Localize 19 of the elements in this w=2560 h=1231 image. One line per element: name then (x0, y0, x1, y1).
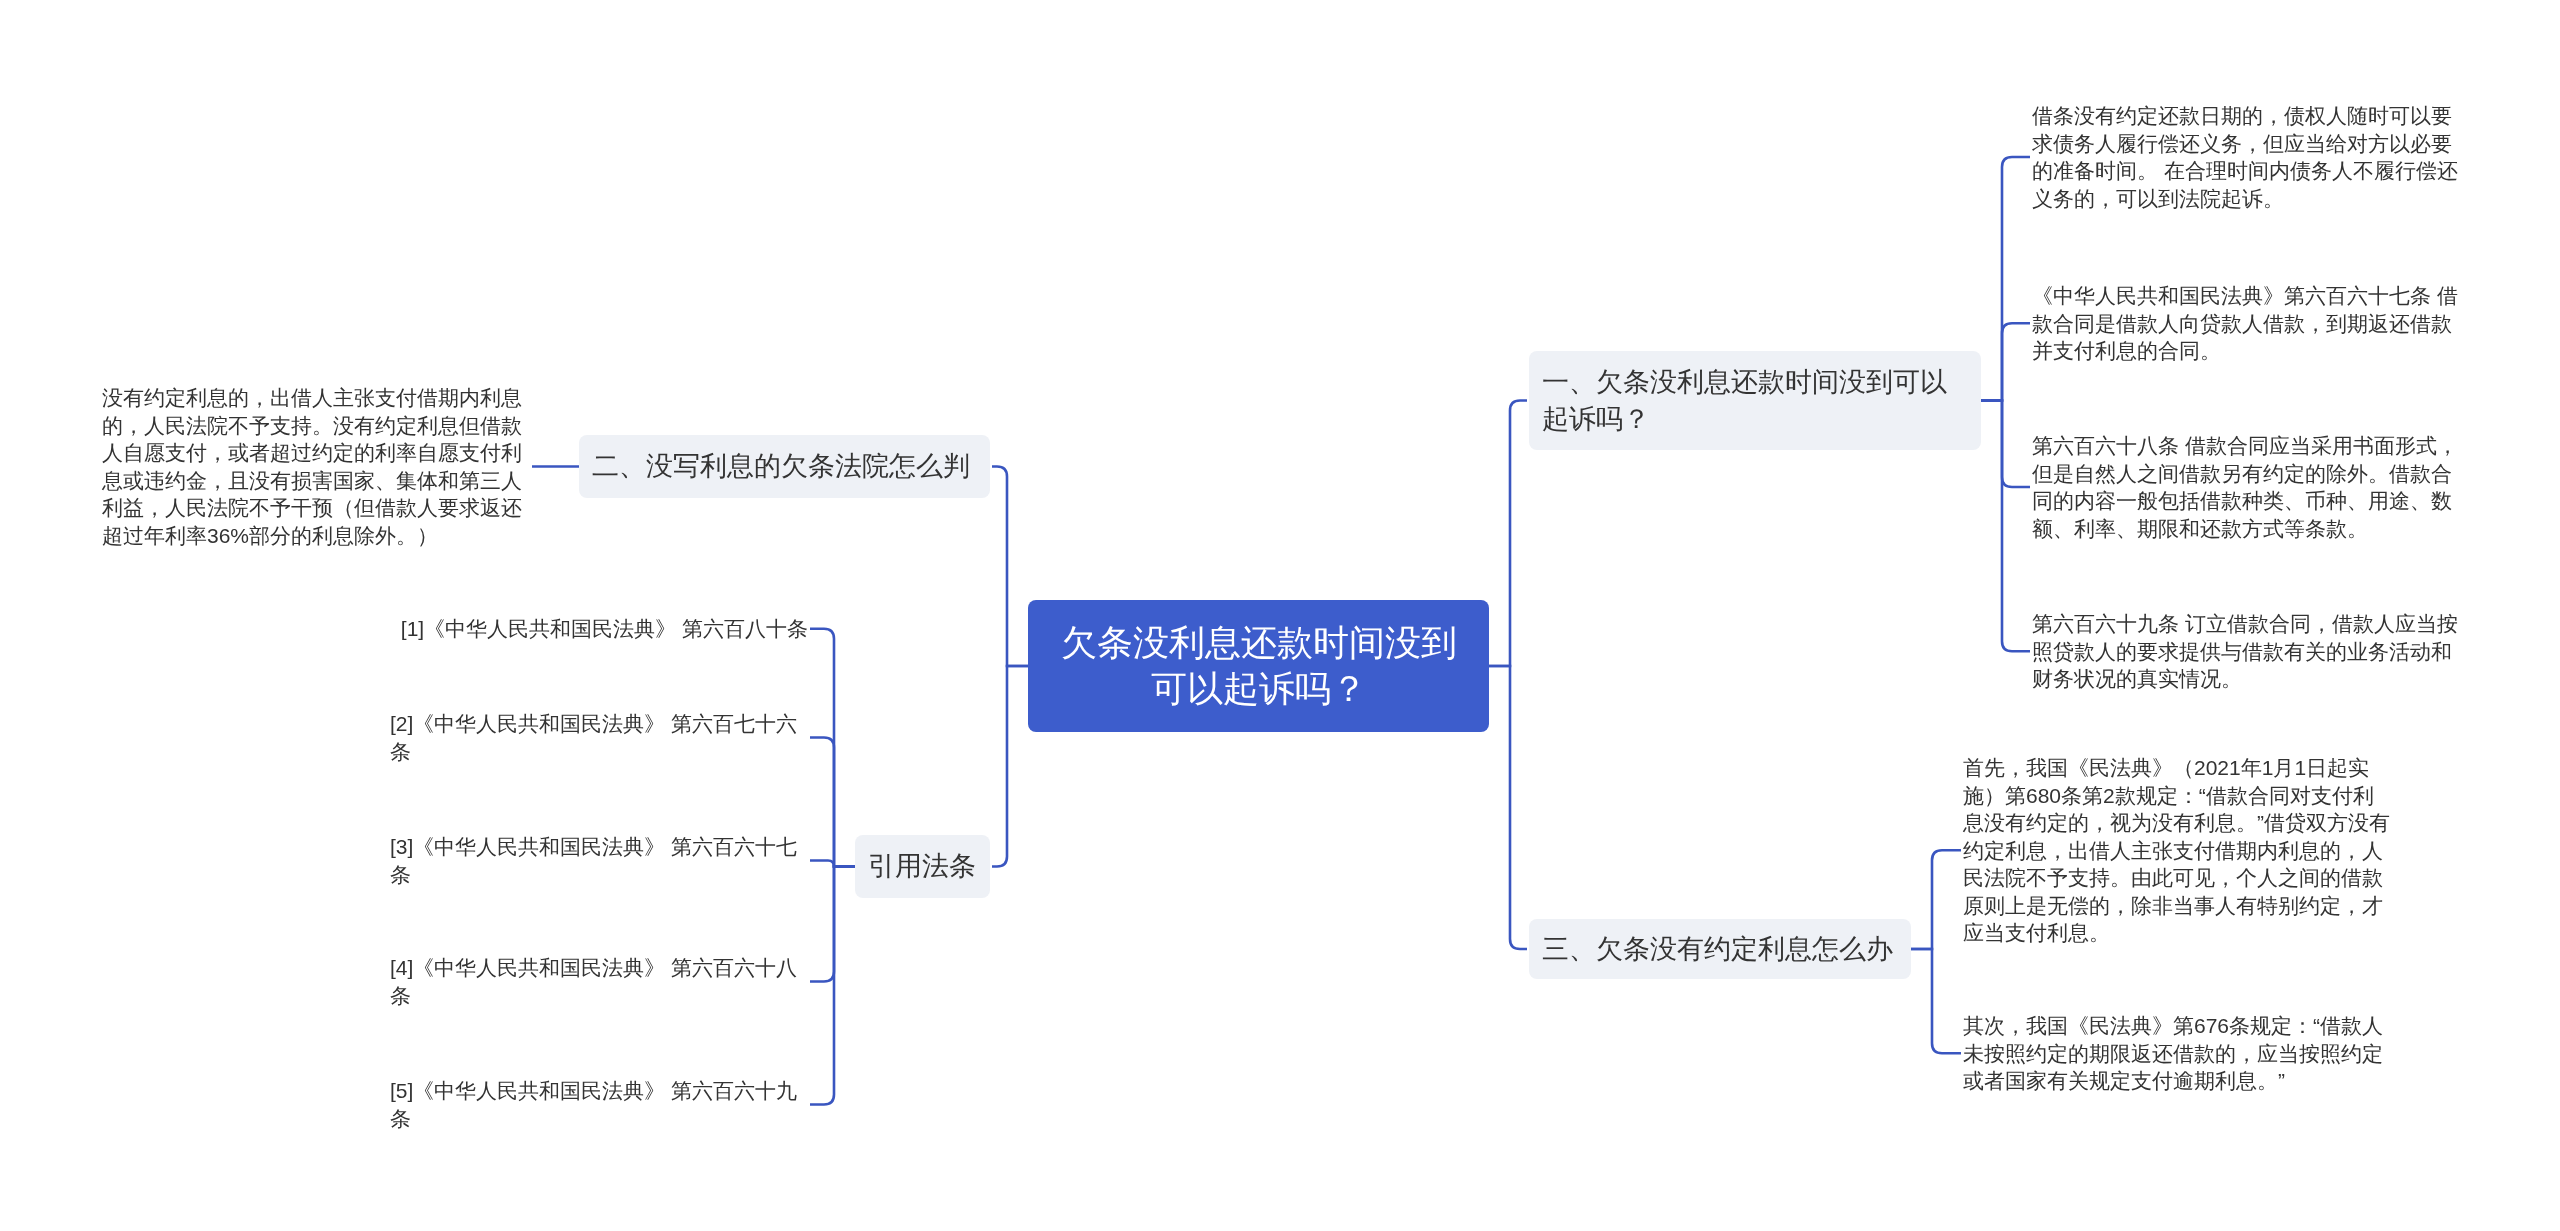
note-text: 没有约定利息的，出借人主张支付借期内利息的，人民法院不予支持。没有约定利息但借款人自愿支付，或者超过约定的利率自愿支付利息或违约金，且没有损害国家、集体和第三人利益，人民法院不予干预（但借款人要求返还超过年利率36%部分的利息除外。） (102, 384, 530, 549)
topic-box: 一、欠条没利息还款时间没到可以起诉吗？ (1529, 351, 1981, 450)
citation-text: [1]《中华人民共和国民法典》 第六百八十条 (400, 615, 808, 643)
topic-box: 三、欠条没有约定利息怎么办 (1529, 919, 1911, 979)
topic-box: 引用法条 (855, 835, 990, 898)
topic-box: 二、没写利息的欠条法院怎么判 (579, 435, 990, 498)
connector-line (1489, 664, 1527, 951)
note-text: 借条没有约定还款日期的，债权人随时可以要求债务人履行偿还义务，但应当给对方以必要的准备时间。 在合理时间内债务人不履行偿还义务的，可以到法院起诉。 (2032, 102, 2460, 212)
note-text: 第六百六十九条 订立借款合同，借款人应当按照贷款人的要求提供与借款有关的业务活动和财务状况的真实情况。 (2032, 610, 2460, 693)
citation-text: [5]《中华人民共和国民法典》 第六百六十九条 (390, 1077, 808, 1132)
central-topic-box: 欠条没利息还款时间没到可以起诉吗？ (1028, 600, 1489, 732)
citation-text: [3]《中华人民共和国民法典》 第六百六十七条 (390, 833, 808, 888)
note-text: 《中华人民共和国民法典》第六百六十七条 借款合同是借款人向贷款人借款，到期返还借款并支付利息的合同。 (2032, 282, 2460, 365)
note-text: 第六百六十八条 借款合同应当采用书面形式，但是自然人之间借款另有约定的除外。借款合同的内容一般包括借款种类、币种、用途、数额、利率、期限和还款方式等条款。 (2032, 432, 2460, 542)
citation-text: [2]《中华人民共和国民法典》 第六百七十六条 (390, 710, 808, 765)
note-text: 首先，我国《民法典》（2021年1月1日起实施）第680条第2款规定：“借款合同对支付利息没有约定的，视为没有利息。”借贷双方没有约定利息，出借人主张支付借期内利息的，人民法院不予支持。由此可见，个人之间的借款原则上是无偿的，除非当事人有特别约定，才应当支付利息。 (1963, 754, 2391, 947)
connector-line (532, 465, 579, 468)
citation-text: [4]《中华人民共和国民法典》 第六百六十八条 (390, 954, 808, 1009)
note-text: 其次，我国《民法典》第676条规定：“借款人未按照约定的期限返还借款的，应当按照约定或者国家有关规定支付逾期利息。” (1963, 1012, 2391, 1095)
